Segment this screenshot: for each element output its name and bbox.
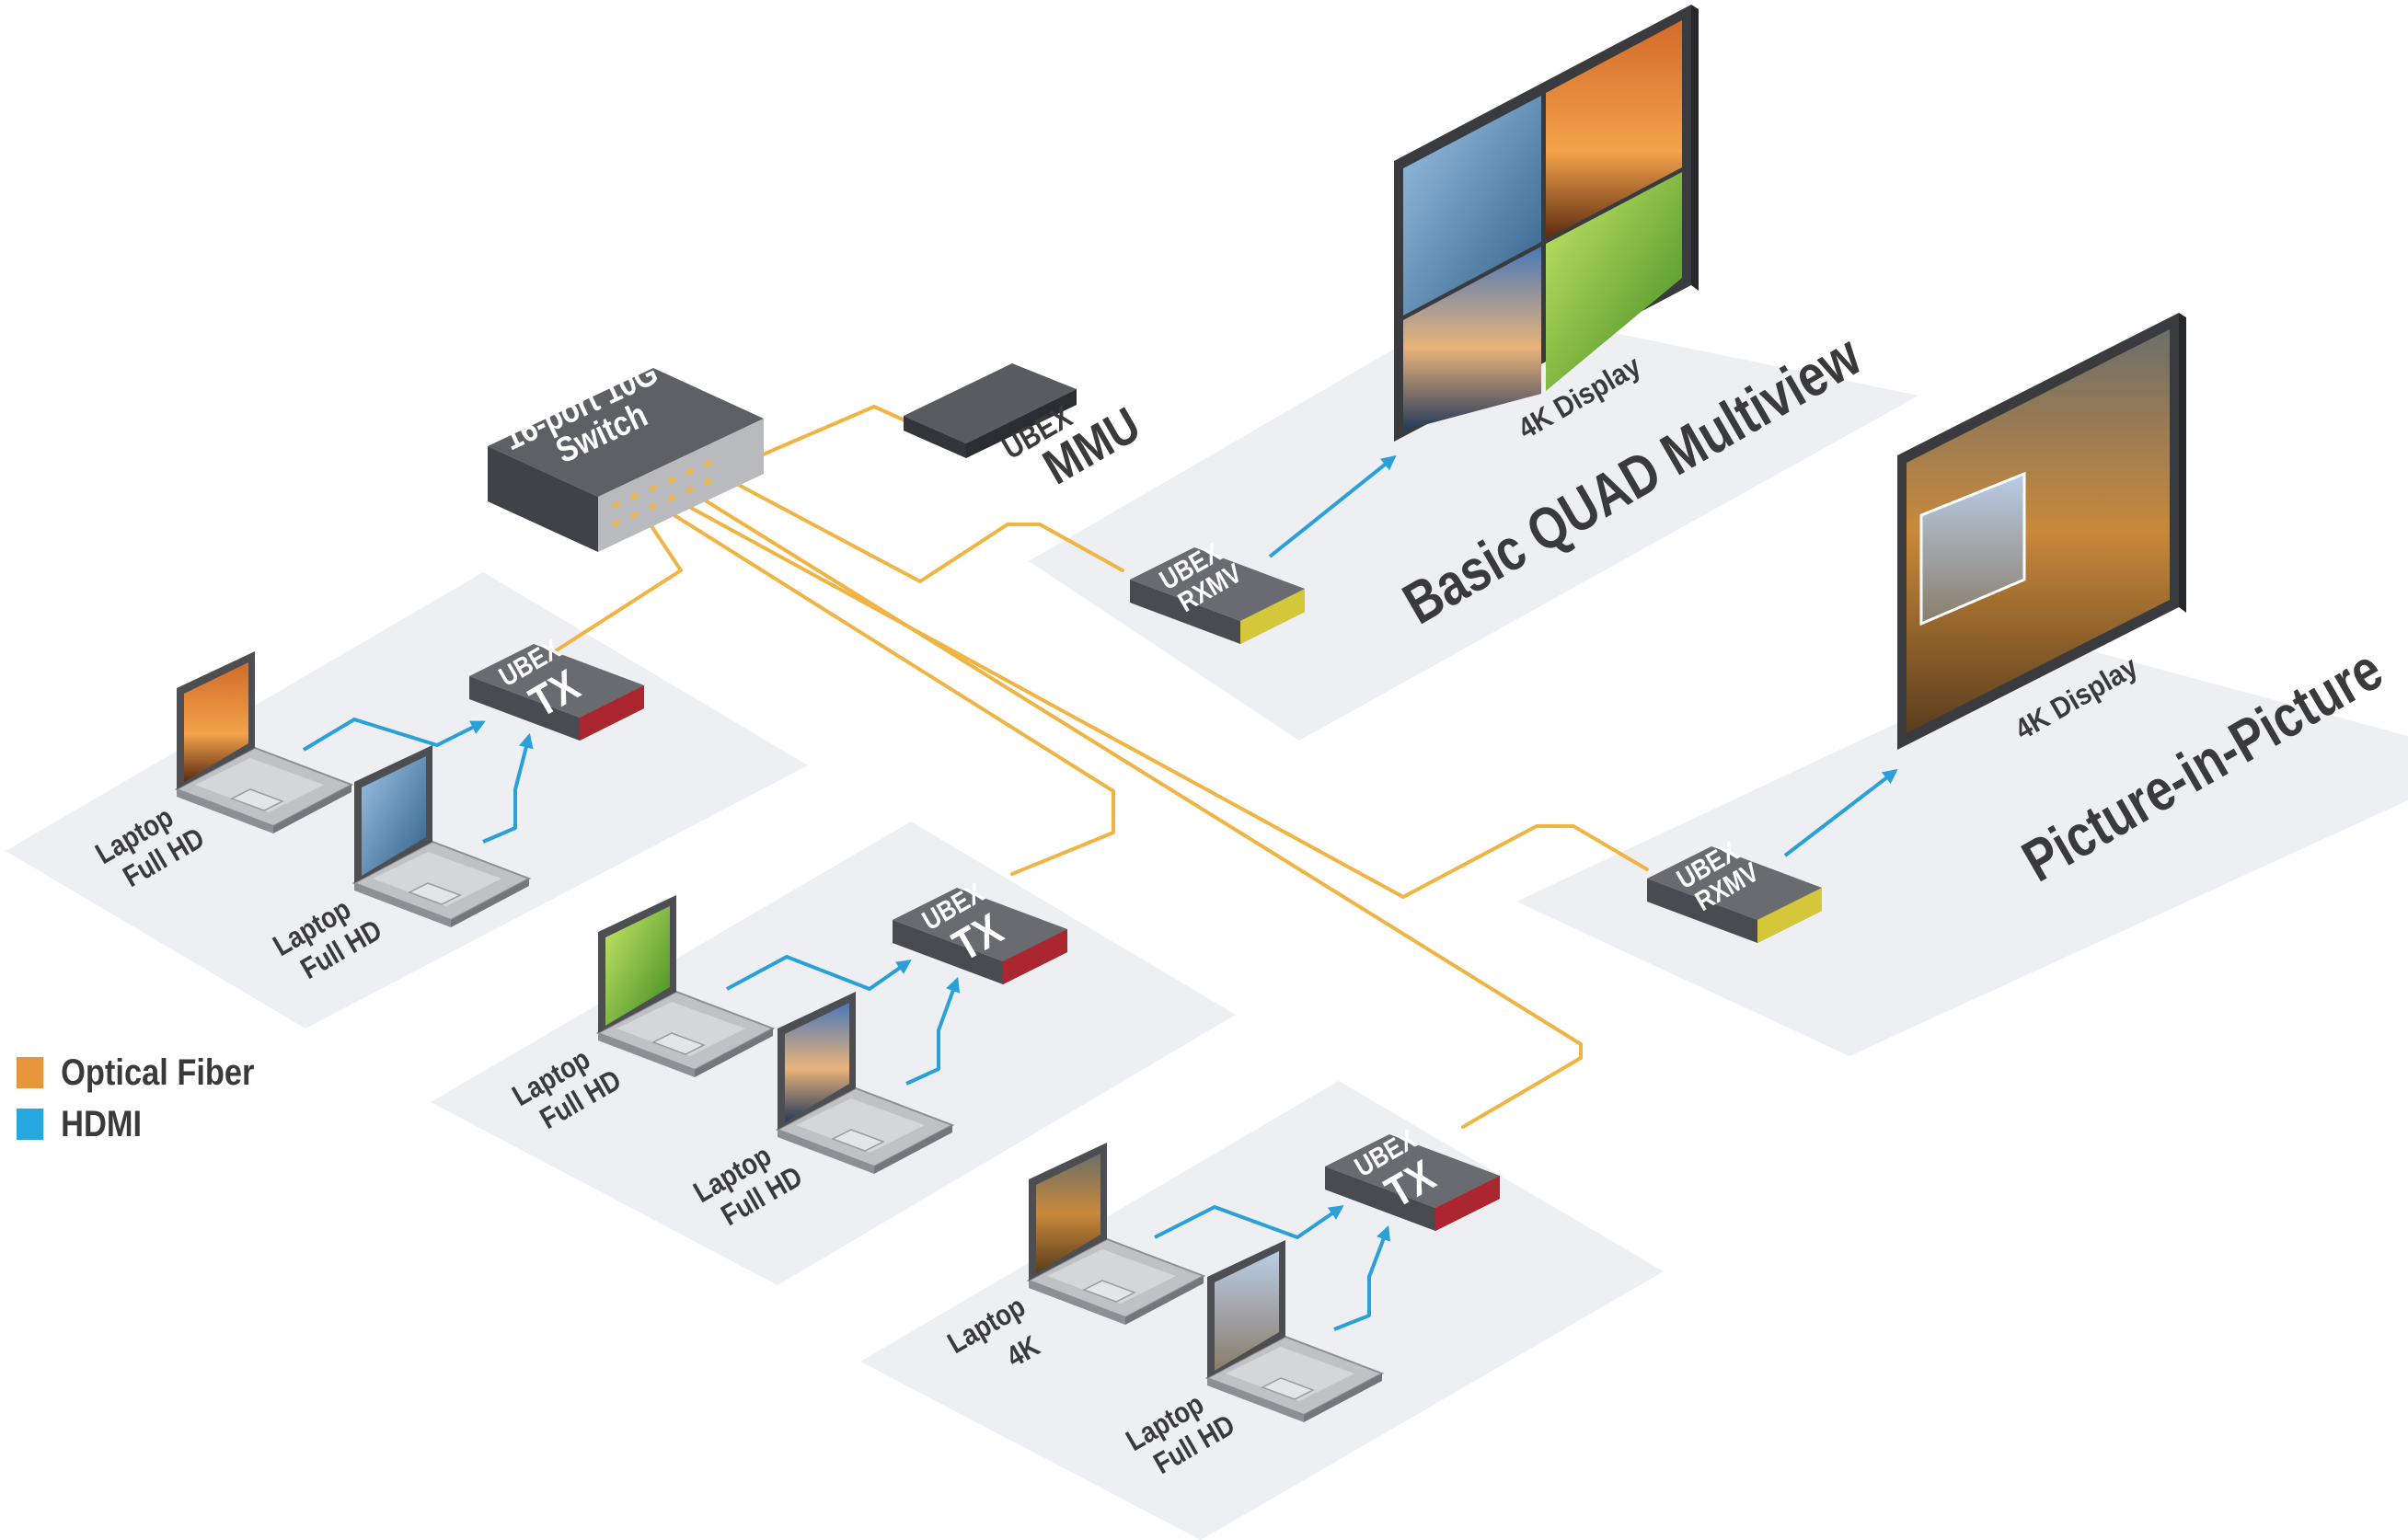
fiber-switch-tx2 [661,506,1115,876]
hdmi-laptop-tx-links [302,718,1390,1331]
hdmi-rx1-display1 [1268,455,1397,558]
pip-inset [1919,471,2026,626]
legend: Optical Fiber HDMI [17,1047,254,1150]
hdmi-rx-display-links [1268,455,1898,857]
laptop-6 [1206,1239,1383,1423]
hdmi-laptop6-tx3 [1333,1225,1390,1331]
legend-hdmi-swatch [17,1109,44,1140]
fiber-switch-tx3 [697,495,1583,1129]
laptop-3 [597,894,774,1078]
fiber-switch-rx1 [716,472,1124,583]
hdmi-laptop5-tx3 [1154,1205,1344,1239]
platform-pip [1516,644,2408,1056]
ubex-tx-3: UBEX TX [1325,1123,1500,1231]
hdmi-laptop2-tx1 [482,732,534,844]
hdmi-laptop3-tx2 [726,955,912,991]
legend-hdmi: HDMI [17,1098,254,1150]
legend-fiber: Optical Fiber [17,1047,254,1098]
laptop-2 [353,744,530,928]
ubex-mmu-device: UBEX MMU [904,363,1149,495]
laptop-1 [176,650,352,834]
multiview-quadrants [1403,20,1682,431]
legend-hdmi-label: HDMI [61,1103,143,1144]
laptop-5 [1028,1142,1204,1326]
legend-fiber-label: Optical Fiber [61,1052,255,1093]
fiber-switch-rx2 [679,500,1649,899]
hdmi-rx2-display2 [1783,769,1898,857]
fiber-switch-mmu [753,405,913,460]
laptop-4 [777,991,953,1175]
switch-16-port-10g: 16-port 10G Switch [488,353,764,552]
hdmi-laptop4-tx2 [905,976,961,1086]
optical-fiber-links [536,405,1649,1129]
hdmi-laptop1-tx1 [302,718,486,752]
legend-fiber-swatch [17,1057,44,1088]
